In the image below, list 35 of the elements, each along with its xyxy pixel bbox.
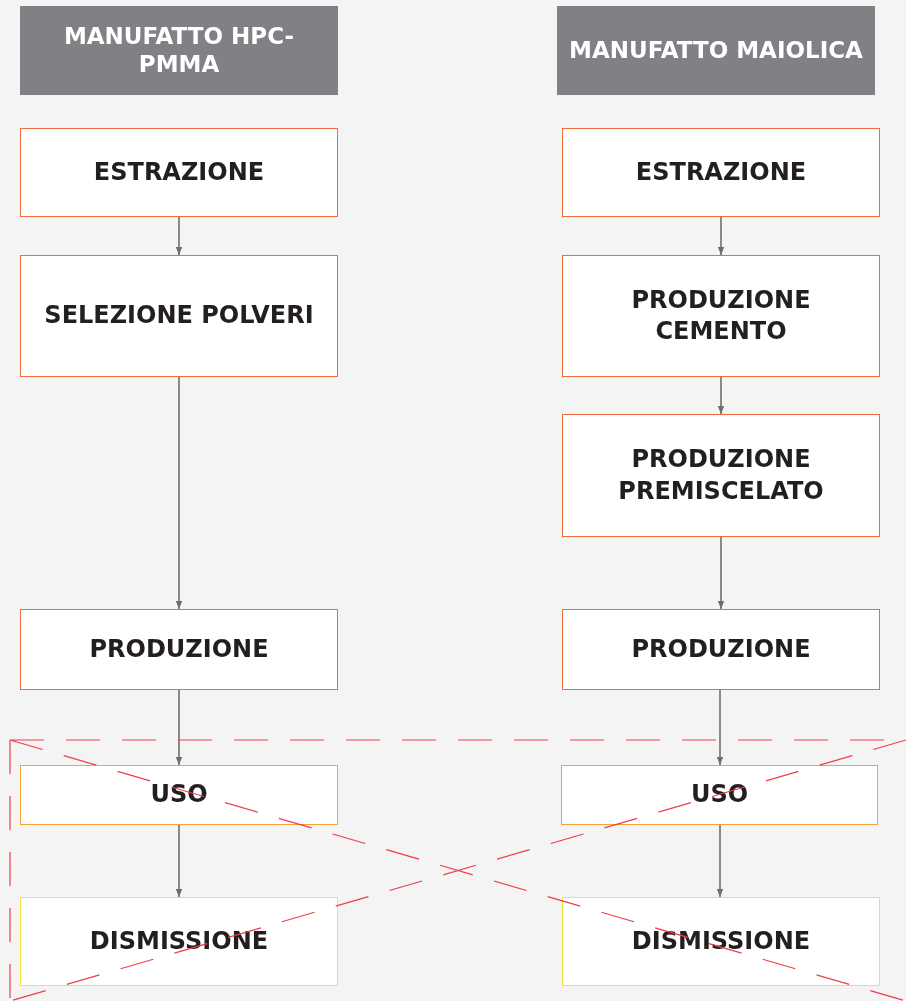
step-label: ESTRAZIONE	[634, 156, 808, 188]
step-label: PRODUZIONE PREMISCELATO	[617, 444, 825, 507]
step-label: PRODUZIONE CEMENTO	[630, 284, 812, 347]
process-box	[562, 609, 880, 690]
column-title: MANUFATTO MAIOLICA	[568, 36, 864, 65]
process-box	[20, 765, 338, 825]
step-label: USO	[689, 779, 750, 811]
step-label: SELEZIONE POLVERI	[43, 300, 315, 332]
arrow	[717, 216, 725, 256]
step-label: ESTRAZIONE	[92, 156, 266, 188]
header-box	[20, 6, 338, 95]
arrow	[716, 689, 724, 766]
arrow	[175, 824, 183, 898]
arrow	[175, 376, 183, 610]
arrow	[175, 216, 183, 256]
process-box	[562, 255, 880, 377]
process-box	[20, 609, 338, 690]
process-box	[20, 255, 338, 377]
arrow	[717, 376, 725, 415]
step-label: DISMISSIONE	[630, 925, 812, 957]
process-box	[561, 765, 878, 825]
step-label: PRODUZIONE	[88, 633, 270, 665]
step-label: PRODUZIONE	[630, 633, 812, 665]
process-box	[20, 897, 338, 986]
step-label: USO	[149, 779, 209, 811]
step-label: DISMISSIONE	[88, 925, 270, 957]
process-box	[562, 128, 880, 217]
column-title: MANUFATTO HPC-PMMA	[62, 22, 296, 79]
process-box	[562, 414, 880, 537]
process-box	[20, 128, 338, 217]
arrow	[717, 536, 725, 610]
header-box	[557, 6, 875, 95]
arrow	[175, 689, 183, 766]
arrow	[716, 824, 724, 898]
process-box	[562, 897, 880, 986]
